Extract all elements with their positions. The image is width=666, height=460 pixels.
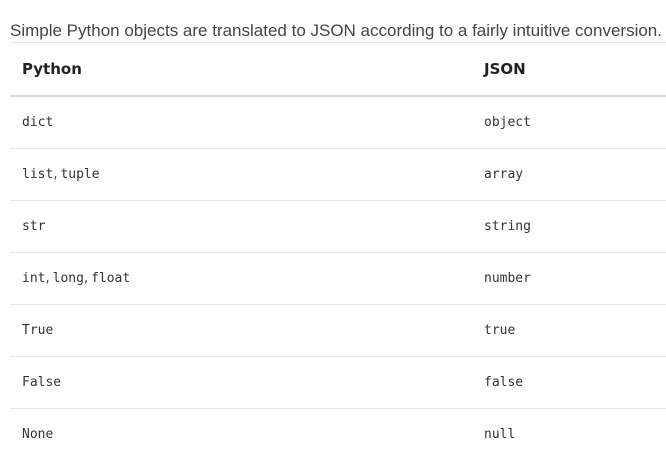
- cell-json-type: null: [484, 427, 516, 442]
- python-type-name: dict: [22, 115, 54, 130]
- table-row: None null: [10, 409, 666, 460]
- cell-json-type: true: [474, 304, 666, 357]
- cell-python-type: False: [10, 356, 474, 409]
- cell-python-type: dict: [10, 96, 474, 149]
- header-json: JSON: [474, 42, 666, 97]
- cell-json-type: object: [474, 96, 666, 149]
- python-type-name: float: [91, 271, 131, 286]
- cell-json-type: number: [474, 252, 666, 305]
- python-type-name: False: [22, 375, 62, 390]
- python-type-name: list: [22, 167, 54, 182]
- python-type-name: True: [22, 323, 54, 338]
- cell-json-type: array: [474, 148, 666, 201]
- cell-python-type: None: [10, 409, 474, 460]
- python-type-name: int: [22, 271, 46, 286]
- header-python: Python: [10, 42, 474, 97]
- cell-python-type: list,tuple: [10, 148, 474, 201]
- python-type-name: None: [22, 427, 54, 442]
- type-separator: ,: [83, 271, 89, 286]
- cell-json-type: string: [474, 200, 666, 253]
- python-type-name: str: [22, 219, 46, 234]
- table-row: False false: [10, 356, 666, 409]
- table-row: True true: [10, 304, 666, 357]
- intro-paragraph: Simple Python objects are translated to …: [10, 21, 662, 40]
- cell-python-type: True: [10, 304, 474, 357]
- cell-python-type: str: [10, 200, 474, 253]
- cell-python-type: int,long,float: [10, 252, 474, 305]
- table-header-row: Python JSON: [10, 42, 666, 97]
- table-row: dict object: [10, 96, 666, 149]
- python-type-name: long: [52, 271, 84, 286]
- table-row: str string: [10, 200, 666, 253]
- type-separator: ,: [53, 167, 58, 182]
- python-type-name: tuple: [60, 167, 100, 182]
- cell-json-type: false: [474, 356, 666, 409]
- type-separator: ,: [45, 271, 50, 286]
